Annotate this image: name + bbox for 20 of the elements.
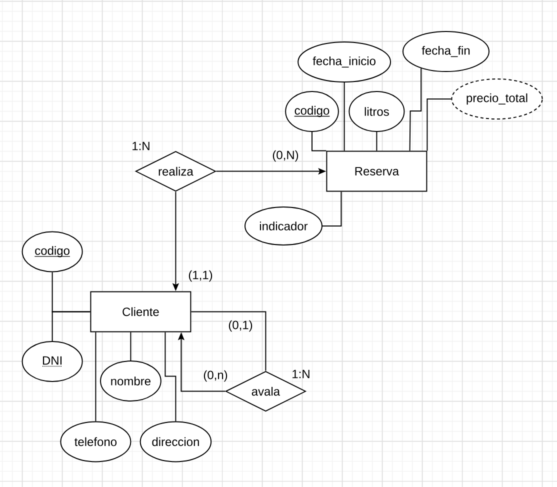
connector-line [376,132,378,152]
connector-line [312,132,327,152]
entity-box: Reserva [326,150,428,192]
connector-line [164,332,176,422]
connector-line [130,332,132,361]
connector-line [190,311,266,372]
node-label: precio_total [466,93,528,105]
cardinality-label: (0,1) [228,320,252,332]
connector-line [426,98,452,152]
ratio-label: 1:N [292,370,310,378]
cardinality-label: (1,1) [188,270,212,282]
connector-line [322,191,342,226]
entity-box: Cliente [90,291,192,332]
connector-line [344,82,345,152]
connector-line [95,332,96,422]
connector-line [409,68,422,152]
ratio-label: 1:N [132,142,150,150]
cardinality-label: (0,N) [272,150,298,162]
cardinality-label: (0,n) [204,370,228,382]
connector-line [52,311,91,342]
